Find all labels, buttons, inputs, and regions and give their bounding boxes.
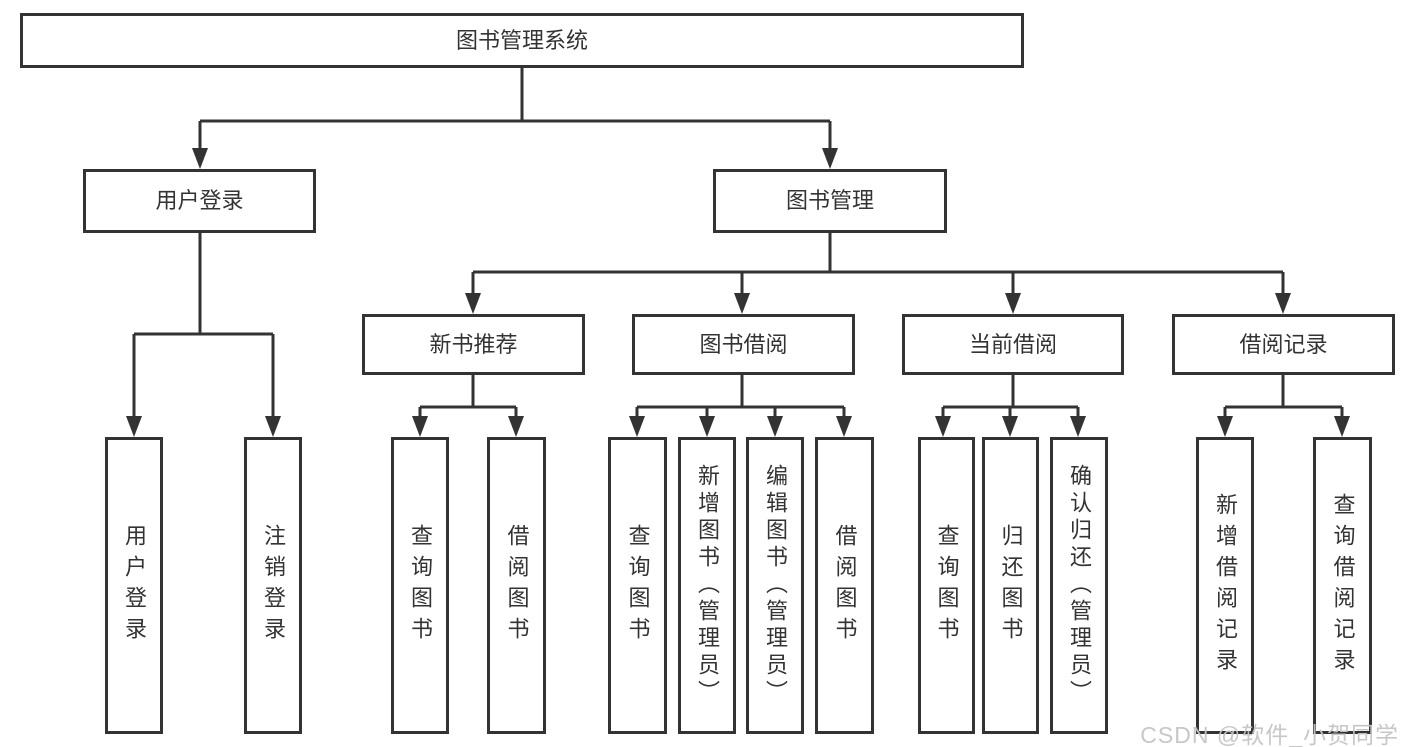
node-new-book-recommend: 新书推荐 [362, 314, 585, 375]
node-root: 图书管理系统 [20, 13, 1024, 68]
node-return-books: 归还图书 [982, 437, 1039, 734]
node-borrow-books-recommend: 借阅图书 [487, 437, 546, 734]
node-query-books-current: 查询图书 [918, 437, 975, 734]
node-edit-book-admin: 编辑图书（管理员） [746, 437, 804, 734]
node-query-books-borrow: 查询图书 [608, 437, 667, 734]
node-add-borrow-record: 新增借阅记录 [1196, 437, 1254, 734]
node-book-borrow: 图书借阅 [632, 314, 855, 375]
node-query-borrow-record: 查询借阅记录 [1313, 437, 1372, 734]
node-current-borrow: 当前借阅 [902, 314, 1124, 375]
node-borrow-records: 借阅记录 [1172, 314, 1395, 375]
watermark-text: CSDN @软件_小贺同学 [1140, 722, 1399, 747]
node-add-book-admin: 新增图书（管理员） [678, 437, 736, 734]
node-confirm-return-admin: 确认归还（管理员） [1050, 437, 1108, 734]
node-logout-login: 注销登录 [244, 437, 302, 734]
node-book-management: 图书管理 [713, 169, 947, 233]
node-query-books-recommend: 查询图书 [391, 437, 449, 734]
node-borrow-books: 借阅图书 [815, 437, 874, 734]
node-user-login-leaf: 用户登录 [105, 437, 163, 734]
node-user-login: 用户登录 [83, 169, 316, 233]
